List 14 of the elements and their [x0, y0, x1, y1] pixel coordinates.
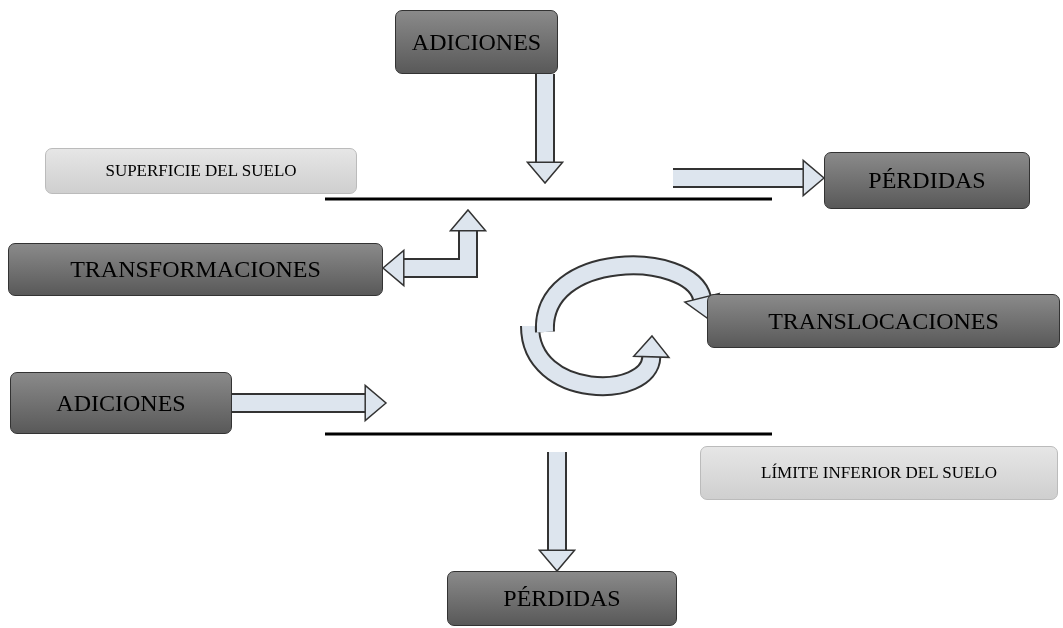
block-arrow — [537, 452, 577, 573]
label-box: SUPERFICIE DEL SUELO — [45, 148, 357, 194]
process-box: ADICIONES — [395, 10, 558, 74]
process-box: TRANSLOCACIONES — [707, 294, 1060, 348]
block-arrow — [525, 74, 565, 185]
label-box: LÍMITE INFERIOR DEL SUELO — [700, 446, 1058, 500]
block-arrow — [232, 383, 388, 423]
block-arrow — [535, 255, 721, 333]
block-arrow — [381, 208, 488, 288]
process-box: PÉRDIDAS — [447, 571, 677, 626]
process-box: ADICIONES — [10, 372, 232, 434]
process-box: PÉRDIDAS — [824, 152, 1030, 209]
process-box: TRANSFORMACIONES — [8, 243, 383, 296]
block-arrow — [673, 158, 826, 198]
